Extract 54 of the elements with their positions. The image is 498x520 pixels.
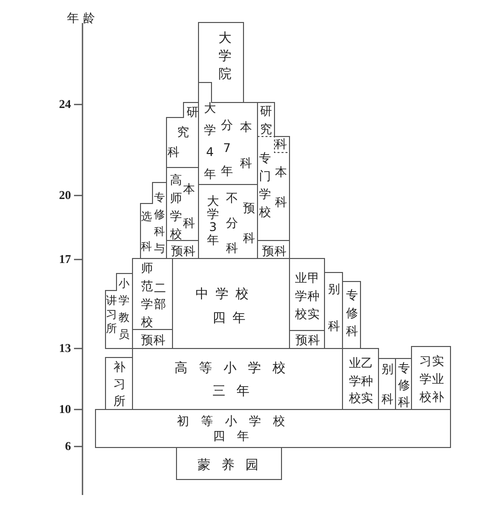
tick-label: 6 xyxy=(65,440,71,452)
graduate-school-box xyxy=(198,22,244,103)
duration-label: 大学3年 xyxy=(207,195,219,246)
course-name: 别科 xyxy=(382,363,394,405)
duration-label: 四年 xyxy=(212,312,246,324)
school-name: 师范学校 xyxy=(141,262,153,328)
research-course-box xyxy=(166,102,199,168)
lower-primary-school-box xyxy=(95,409,451,448)
supplementary-school-box xyxy=(105,357,133,410)
school-name: 中学校 xyxy=(196,288,248,300)
course-name: 专修科 xyxy=(346,289,358,337)
course-name: 预科 xyxy=(262,244,286,256)
tick-label: 13 xyxy=(59,342,71,354)
course-name: 预科 xyxy=(243,202,255,244)
course-name: 本科 xyxy=(240,121,252,169)
teacher-training-box xyxy=(105,273,133,349)
duration-label: 四年 xyxy=(213,430,249,442)
course-name: 预科 xyxy=(296,334,320,346)
course-name: 研究科 xyxy=(168,106,198,158)
axis-title: 年龄 xyxy=(67,12,99,24)
tick-label: 10 xyxy=(59,403,71,415)
specialized-course-box xyxy=(342,281,361,349)
tick-label: 17 xyxy=(59,253,71,265)
school-name: 补习所 xyxy=(114,361,126,407)
duration-label: 分7年 xyxy=(221,119,233,177)
school-name: 甲种实业学校 xyxy=(295,272,320,320)
course-name: 不分科 xyxy=(226,192,238,254)
school-name: 高等小学校 xyxy=(174,362,286,374)
tick-label: 24 xyxy=(59,98,71,110)
school-name: 乙种实业学校 xyxy=(349,357,373,404)
tick-label: 20 xyxy=(59,189,71,201)
course-name: 本科 xyxy=(183,183,195,229)
course-name: 预科 xyxy=(171,244,196,256)
school-name: 蒙养园 xyxy=(198,458,258,472)
kindergarten-box xyxy=(176,447,282,480)
school-name: 大学院 xyxy=(218,32,232,80)
school-name: 专门学校 xyxy=(259,152,271,218)
specialized-school-box xyxy=(257,136,290,241)
school-name: 实业补习学校 xyxy=(420,355,444,403)
course-name: 本科 xyxy=(275,166,287,208)
duration-label: 三年 xyxy=(212,384,250,398)
course-name: 专修科与选科 xyxy=(141,192,165,254)
duration-label: 大学4年 xyxy=(204,102,216,180)
course-name: 专修科 xyxy=(398,362,410,408)
vocational-supplementary-school-box xyxy=(411,346,451,410)
specialized-course-box xyxy=(395,358,412,410)
school-name: 高师学校 xyxy=(170,174,182,240)
school-name: 初等小学校 xyxy=(177,415,285,427)
course-name: 二部 xyxy=(154,282,166,310)
elective-course-box xyxy=(140,182,167,259)
school-name: 小学教员讲习所 xyxy=(106,278,130,340)
course-name: 研究科 xyxy=(260,105,287,150)
course-name: 别科 xyxy=(328,283,340,332)
course-name: 预科 xyxy=(141,334,166,346)
